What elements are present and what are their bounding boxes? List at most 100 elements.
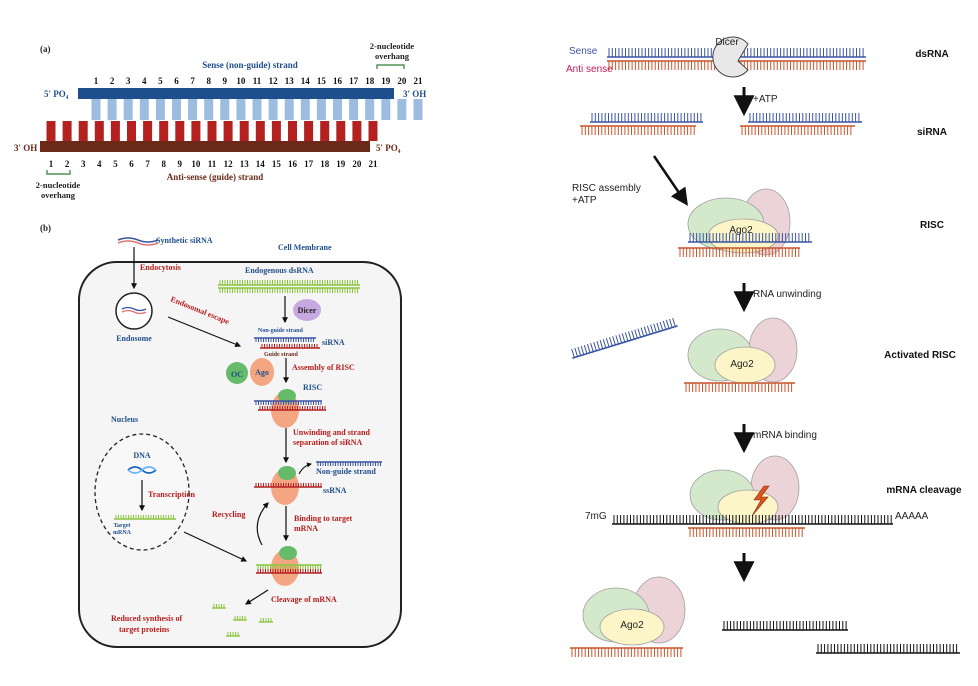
antisense-base xyxy=(320,121,330,141)
sense-base xyxy=(268,99,278,120)
bottom-number: 20 xyxy=(352,159,362,169)
sense-base xyxy=(349,99,359,120)
sense-base xyxy=(155,99,165,120)
bottom-number: 17 xyxy=(304,159,314,169)
top-number: 1 xyxy=(94,76,99,86)
antisense-base xyxy=(143,121,153,141)
top-number: 19 xyxy=(381,76,391,86)
strand-tooth xyxy=(586,343,591,353)
top-number: 21 xyxy=(414,76,424,86)
top-number: 16 xyxy=(333,76,343,86)
strand-tooth xyxy=(669,318,673,328)
dicer-blob xyxy=(293,299,321,321)
dna-label: DNA xyxy=(133,451,151,460)
assembly-of-risc-label: Assembly of RISC xyxy=(292,363,355,372)
top-number: 13 xyxy=(285,76,295,86)
strand-tooth xyxy=(672,317,676,327)
strand-tooth xyxy=(634,329,638,339)
antisense-base xyxy=(239,121,249,141)
top-number: 8 xyxy=(206,76,211,86)
endogenous-dsrna-label: Endogenous dsRNA xyxy=(245,266,314,275)
antisense-strand-bases xyxy=(46,121,378,141)
mrna-fragments xyxy=(212,604,273,637)
target-mrna-label-2: mRNA xyxy=(113,530,132,536)
bound-target-mrna xyxy=(256,564,322,574)
five-prime-po4-label: 5' PO₄ xyxy=(44,89,69,99)
sense-base xyxy=(413,99,423,120)
strand-tooth xyxy=(609,337,613,347)
recycling-arrow xyxy=(256,502,269,546)
three-prime-oh-left-label: 3' OH xyxy=(14,143,37,153)
antisense-base xyxy=(94,121,104,141)
antisense-base xyxy=(46,121,56,141)
antisense-base xyxy=(62,121,72,141)
nucleus-label: Nucleus xyxy=(111,415,138,424)
overhang-top-bracket xyxy=(376,64,405,69)
unwinding-label-2: separation of siRNA xyxy=(293,438,363,447)
ssrna-oc xyxy=(278,466,296,480)
bound-oc xyxy=(279,546,297,560)
strand-tooth xyxy=(640,327,645,337)
mrna-binding-label: mRNA binding xyxy=(753,430,817,441)
sirna-duplex-1 xyxy=(580,113,703,135)
bottom-number: 21 xyxy=(369,159,379,169)
stage-label-sirna: siRNA xyxy=(917,127,947,138)
bottom-number: 12 xyxy=(224,159,234,169)
top-number: 10 xyxy=(236,76,246,86)
antisense-base xyxy=(336,121,346,141)
bottom-number: 3 xyxy=(81,159,86,169)
sense-base xyxy=(204,99,214,120)
released-sense-strand xyxy=(571,317,678,359)
cleavage-guide-strand xyxy=(688,527,805,537)
antisense-base xyxy=(223,121,233,141)
strand-tooth xyxy=(653,323,657,333)
top-number: 17 xyxy=(349,76,359,86)
endosome-sirna xyxy=(121,306,147,312)
ssrna-label: ssRNA xyxy=(323,486,347,495)
ago-blob xyxy=(250,358,274,386)
bottom-number: 14 xyxy=(256,159,266,169)
cleavage-arrow xyxy=(244,589,269,605)
strand-tooth xyxy=(656,322,661,332)
dicer-label: Dicer xyxy=(298,306,317,315)
dicer-shape xyxy=(712,36,749,78)
sirna-duplex-2 xyxy=(740,113,862,135)
bottom-number: 8 xyxy=(161,159,166,169)
act-ago2-label: Ago2 xyxy=(730,359,754,370)
risc-duplex xyxy=(678,233,812,257)
sense-base xyxy=(252,99,262,120)
fin-ago2-label: Ago2 xyxy=(620,620,644,631)
sense-strand-title: Sense (non-guide) strand xyxy=(202,60,298,70)
strand-tooth xyxy=(621,333,626,343)
sirna-label: siRNA xyxy=(322,338,345,347)
top-number: 11 xyxy=(253,76,262,86)
strand-tooth xyxy=(583,344,588,354)
panel-a-label: (a) xyxy=(40,44,51,54)
bottom-number: 19 xyxy=(336,159,346,169)
sense-base xyxy=(107,99,117,120)
top-number: 4 xyxy=(142,76,147,86)
strand-tooth xyxy=(590,342,594,352)
bottom-number: 10 xyxy=(191,159,201,169)
cleaved-fragment-2 xyxy=(816,644,960,654)
antisense-base xyxy=(352,121,362,141)
strand-tooth xyxy=(637,328,642,338)
top-number: 6 xyxy=(174,76,179,86)
strand-tooth xyxy=(599,340,604,349)
sense-strand-bases xyxy=(91,99,423,120)
sense-base xyxy=(91,99,101,120)
endosome-sirna-2 xyxy=(121,309,147,315)
sense-label: Sense xyxy=(569,46,598,57)
strand-tooth xyxy=(571,348,575,358)
risc-assembly-line2: +ATP xyxy=(572,195,597,206)
fin-yellow-core xyxy=(599,608,665,646)
non-guide-strand-label: Non-guide strand xyxy=(316,467,376,476)
overhang-bottom-line1: 2-nucleotide xyxy=(36,180,81,190)
strand-tooth xyxy=(650,324,654,334)
sense-base xyxy=(365,99,375,120)
antisense-base xyxy=(127,121,136,141)
strand-tooth xyxy=(618,334,623,344)
sense-strand-backbone xyxy=(78,88,394,99)
endosome xyxy=(115,292,153,330)
